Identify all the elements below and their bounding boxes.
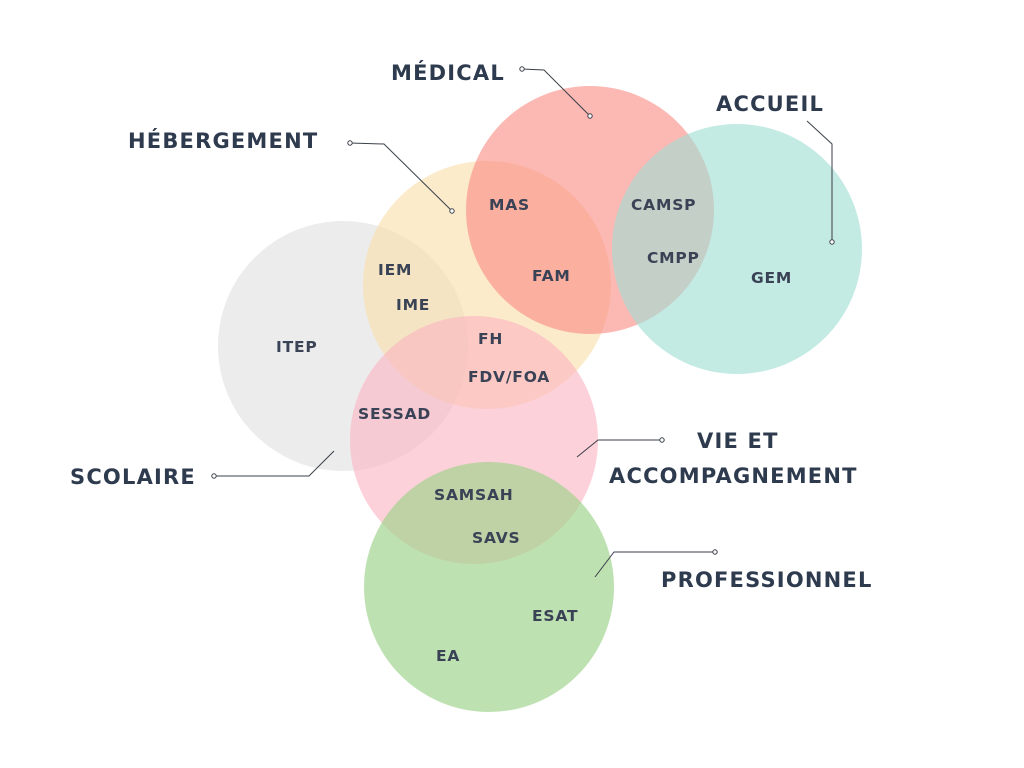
leader-professionnel: [594, 551, 715, 578]
item-labels: MAS FAM CAMSP CMPP GEM IEM IME ITEP FH F…: [276, 196, 792, 665]
item-savs: SAVS: [472, 529, 520, 547]
item-itep: ITEP: [276, 338, 318, 356]
label-professionnel: PROFESSIONNEL: [661, 568, 873, 592]
leader-hebergement: [349, 142, 453, 212]
item-cmpp: CMPP: [647, 249, 700, 267]
label-medical: MÉDICAL: [391, 60, 505, 85]
circle-professionnel: [364, 462, 614, 712]
leader-accueil: [806, 120, 833, 242]
leader-medical: [521, 68, 591, 117]
item-iem: IEM: [378, 261, 412, 279]
item-fdv-foa: FDV/FOA: [468, 368, 550, 386]
item-esat: ESAT: [532, 607, 578, 625]
item-fh: FH: [478, 330, 503, 348]
label-hebergement: HÉBERGEMENT: [128, 128, 318, 153]
leader-dot-accueil: [829, 239, 835, 245]
leader-dot-scolaire: [211, 473, 217, 479]
leader-lines: [211, 66, 835, 578]
category-labels: MÉDICAL ACCUEIL HÉBERGEMENT SCOLAIRE VIE…: [70, 60, 873, 592]
label-vie-line2: ACCOMPAGNEMENT: [609, 464, 858, 488]
item-ime: IME: [396, 296, 430, 314]
label-scolaire: SCOLAIRE: [70, 465, 196, 489]
label-accueil: ACCUEIL: [716, 92, 824, 116]
leader-vie: [576, 439, 662, 458]
leader-dot-medical-end: [587, 113, 593, 119]
item-gem: GEM: [751, 269, 792, 287]
item-mas: MAS: [489, 196, 530, 214]
leader-dot-professionnel: [712, 549, 718, 555]
leader-dot-medical: [519, 66, 525, 72]
leader-scolaire: [214, 450, 335, 477]
circle-accueil: [612, 124, 862, 374]
leader-dot-hebergement: [347, 140, 353, 146]
item-camsp: CAMSP: [631, 196, 696, 214]
leader-dot-hebergement-end: [449, 208, 455, 214]
item-fam: FAM: [532, 267, 571, 285]
item-ea: EA: [436, 647, 460, 665]
leader-dot-vie: [659, 437, 665, 443]
item-samsah: SAMSAH: [434, 486, 514, 504]
item-sessad: SESSAD: [358, 405, 431, 423]
label-vie-line1: VIE ET: [697, 429, 779, 453]
